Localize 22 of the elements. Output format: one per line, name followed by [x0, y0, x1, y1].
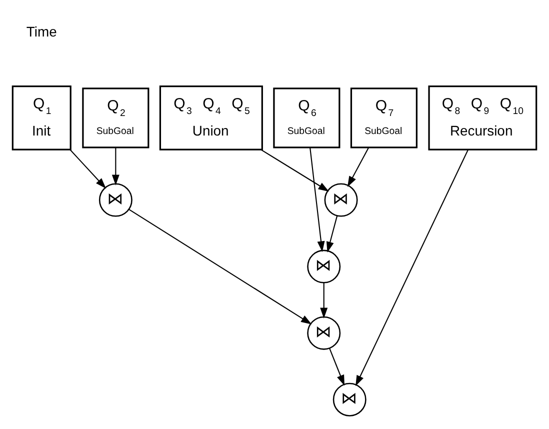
node-box: Q$_{8}$ Q$_{9}$ Q$_{10}$ Recursion	[428, 85, 538, 150]
node-circle: ⋈	[98, 183, 132, 217]
node-circle: ⋈	[332, 382, 366, 416]
node-circle: ⋈	[307, 250, 341, 284]
arrow	[356, 150, 468, 386]
arrow	[260, 149, 330, 192]
arrow	[70, 149, 106, 189]
node-box: Q$_{6}$ SubGoal	[273, 88, 340, 148]
node-circle: ⋈	[307, 316, 341, 350]
node-circle: ⋈	[324, 183, 358, 217]
label: Time	[26, 23, 57, 40]
arrow	[329, 348, 345, 386]
arrow	[347, 148, 369, 187]
node-box: Q$_{7}$ SubGoal	[350, 88, 418, 148]
arrow	[112, 148, 120, 186]
arrow	[320, 282, 328, 318]
node-box: Q$_{3}$ Q$_{4}$ Q$_{5}$ Union	[159, 85, 263, 150]
arrow	[128, 209, 312, 324]
arrow	[326, 216, 338, 252]
node-box: Q$_{1}$ Init	[12, 85, 72, 150]
node-box: Q$_{2}$ SubGoal	[82, 88, 150, 148]
arrow	[310, 148, 325, 252]
